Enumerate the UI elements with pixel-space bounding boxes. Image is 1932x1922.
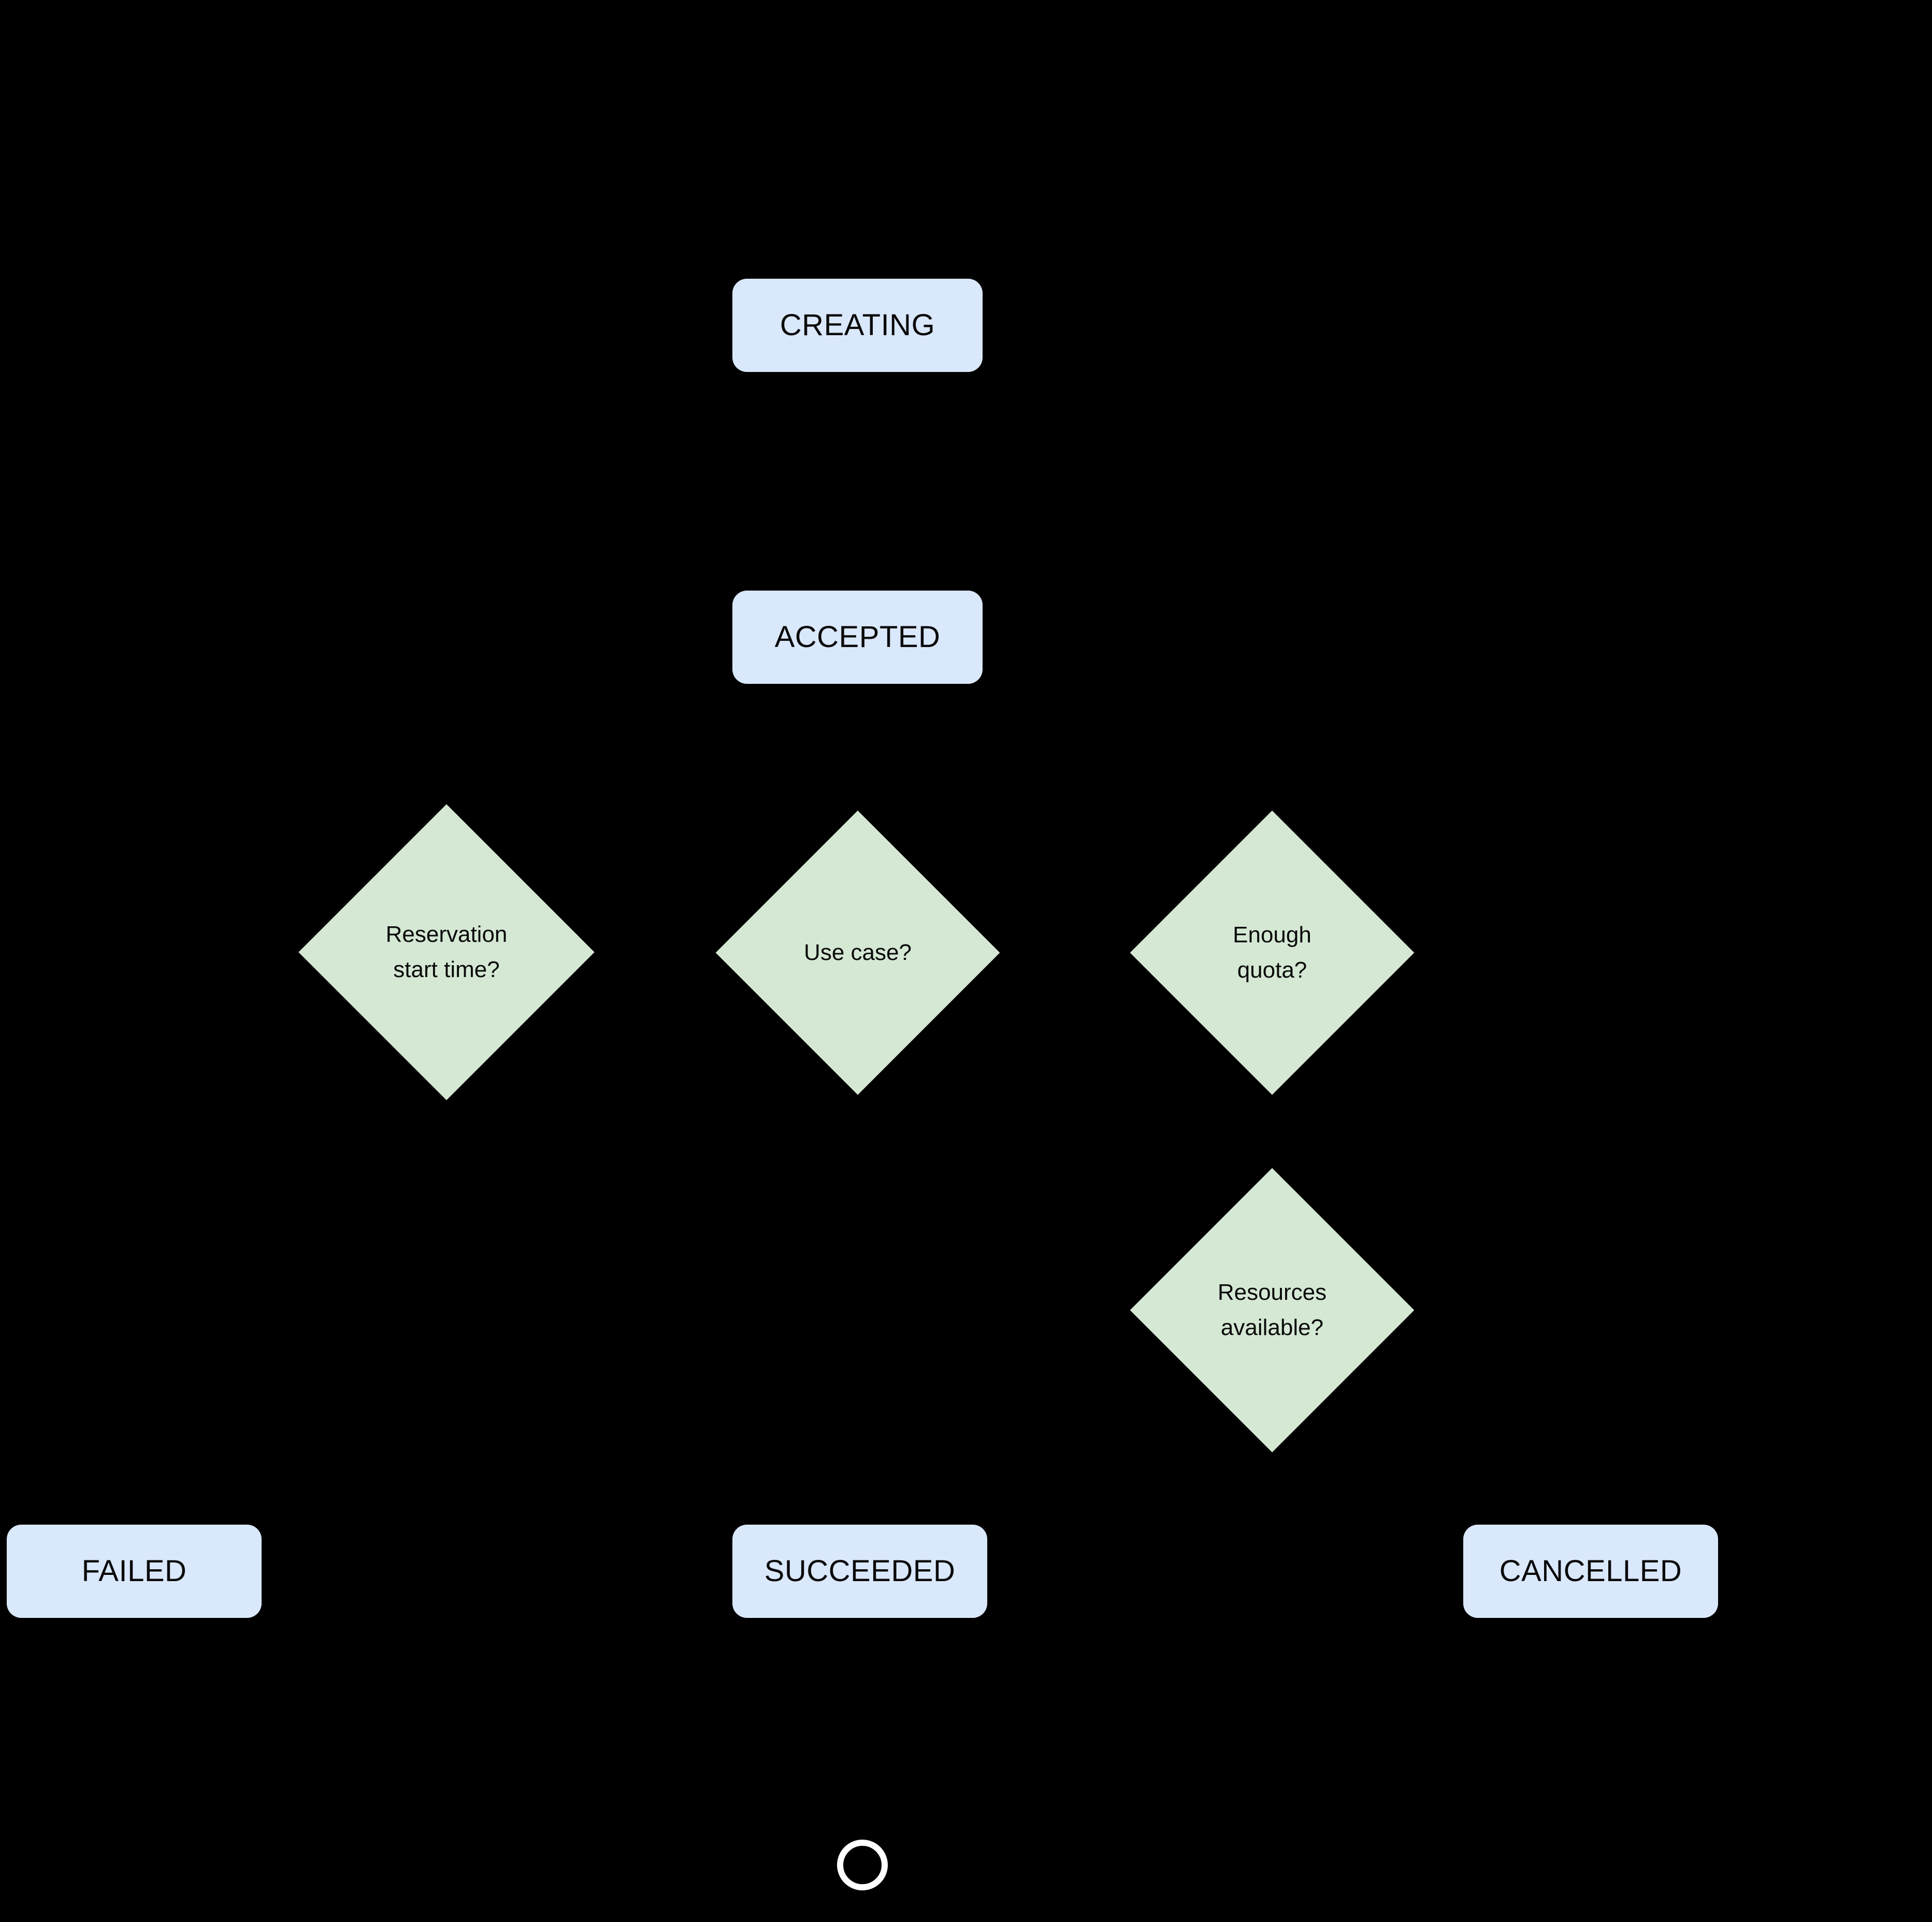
state-node-failed[interactable]: FAILED [7,1525,262,1618]
decision-label-resources-available: Resources available? [1217,1279,1327,1340]
end-terminal-circle-icon [837,1840,888,1890]
state-label-creating: CREATING [780,308,935,342]
state-node-accepted[interactable]: ACCEPTED [732,591,983,684]
decision-label-use-case: Use case? [804,939,912,965]
state-node-succeeded[interactable]: SUCCEEDED [732,1525,987,1618]
decision-node-resources-available[interactable]: Resources available? [1130,1168,1415,1453]
decision-label-reservation-start-time: Reservation start time? [385,921,508,982]
state-label-succeeded: SUCCEEDED [764,1554,956,1588]
decision-node-enough-quota[interactable]: Enough quota? [1130,810,1415,1095]
state-node-cancelled[interactable]: CANCELLED [1463,1525,1718,1618]
decision-label-enough-quota: Enough quota? [1233,922,1311,983]
decision-node-use-case[interactable]: Use case? [715,810,1000,1095]
edge-enough-quota-to-cancelled [1373,951,1605,1528]
state-node-creating[interactable]: CREATING [732,279,983,372]
state-label-cancelled: CANCELLED [1499,1554,1682,1588]
edge-resources-available-to-succeeded [846,1309,1172,1528]
state-label-failed: FAILED [81,1554,187,1588]
edge-reservation-start-time-to-failed [120,1057,448,1528]
decision-node-reservation-start-time[interactable]: Reservation start time? [298,804,595,1100]
state-label-accepted: ACCEPTED [774,620,941,654]
